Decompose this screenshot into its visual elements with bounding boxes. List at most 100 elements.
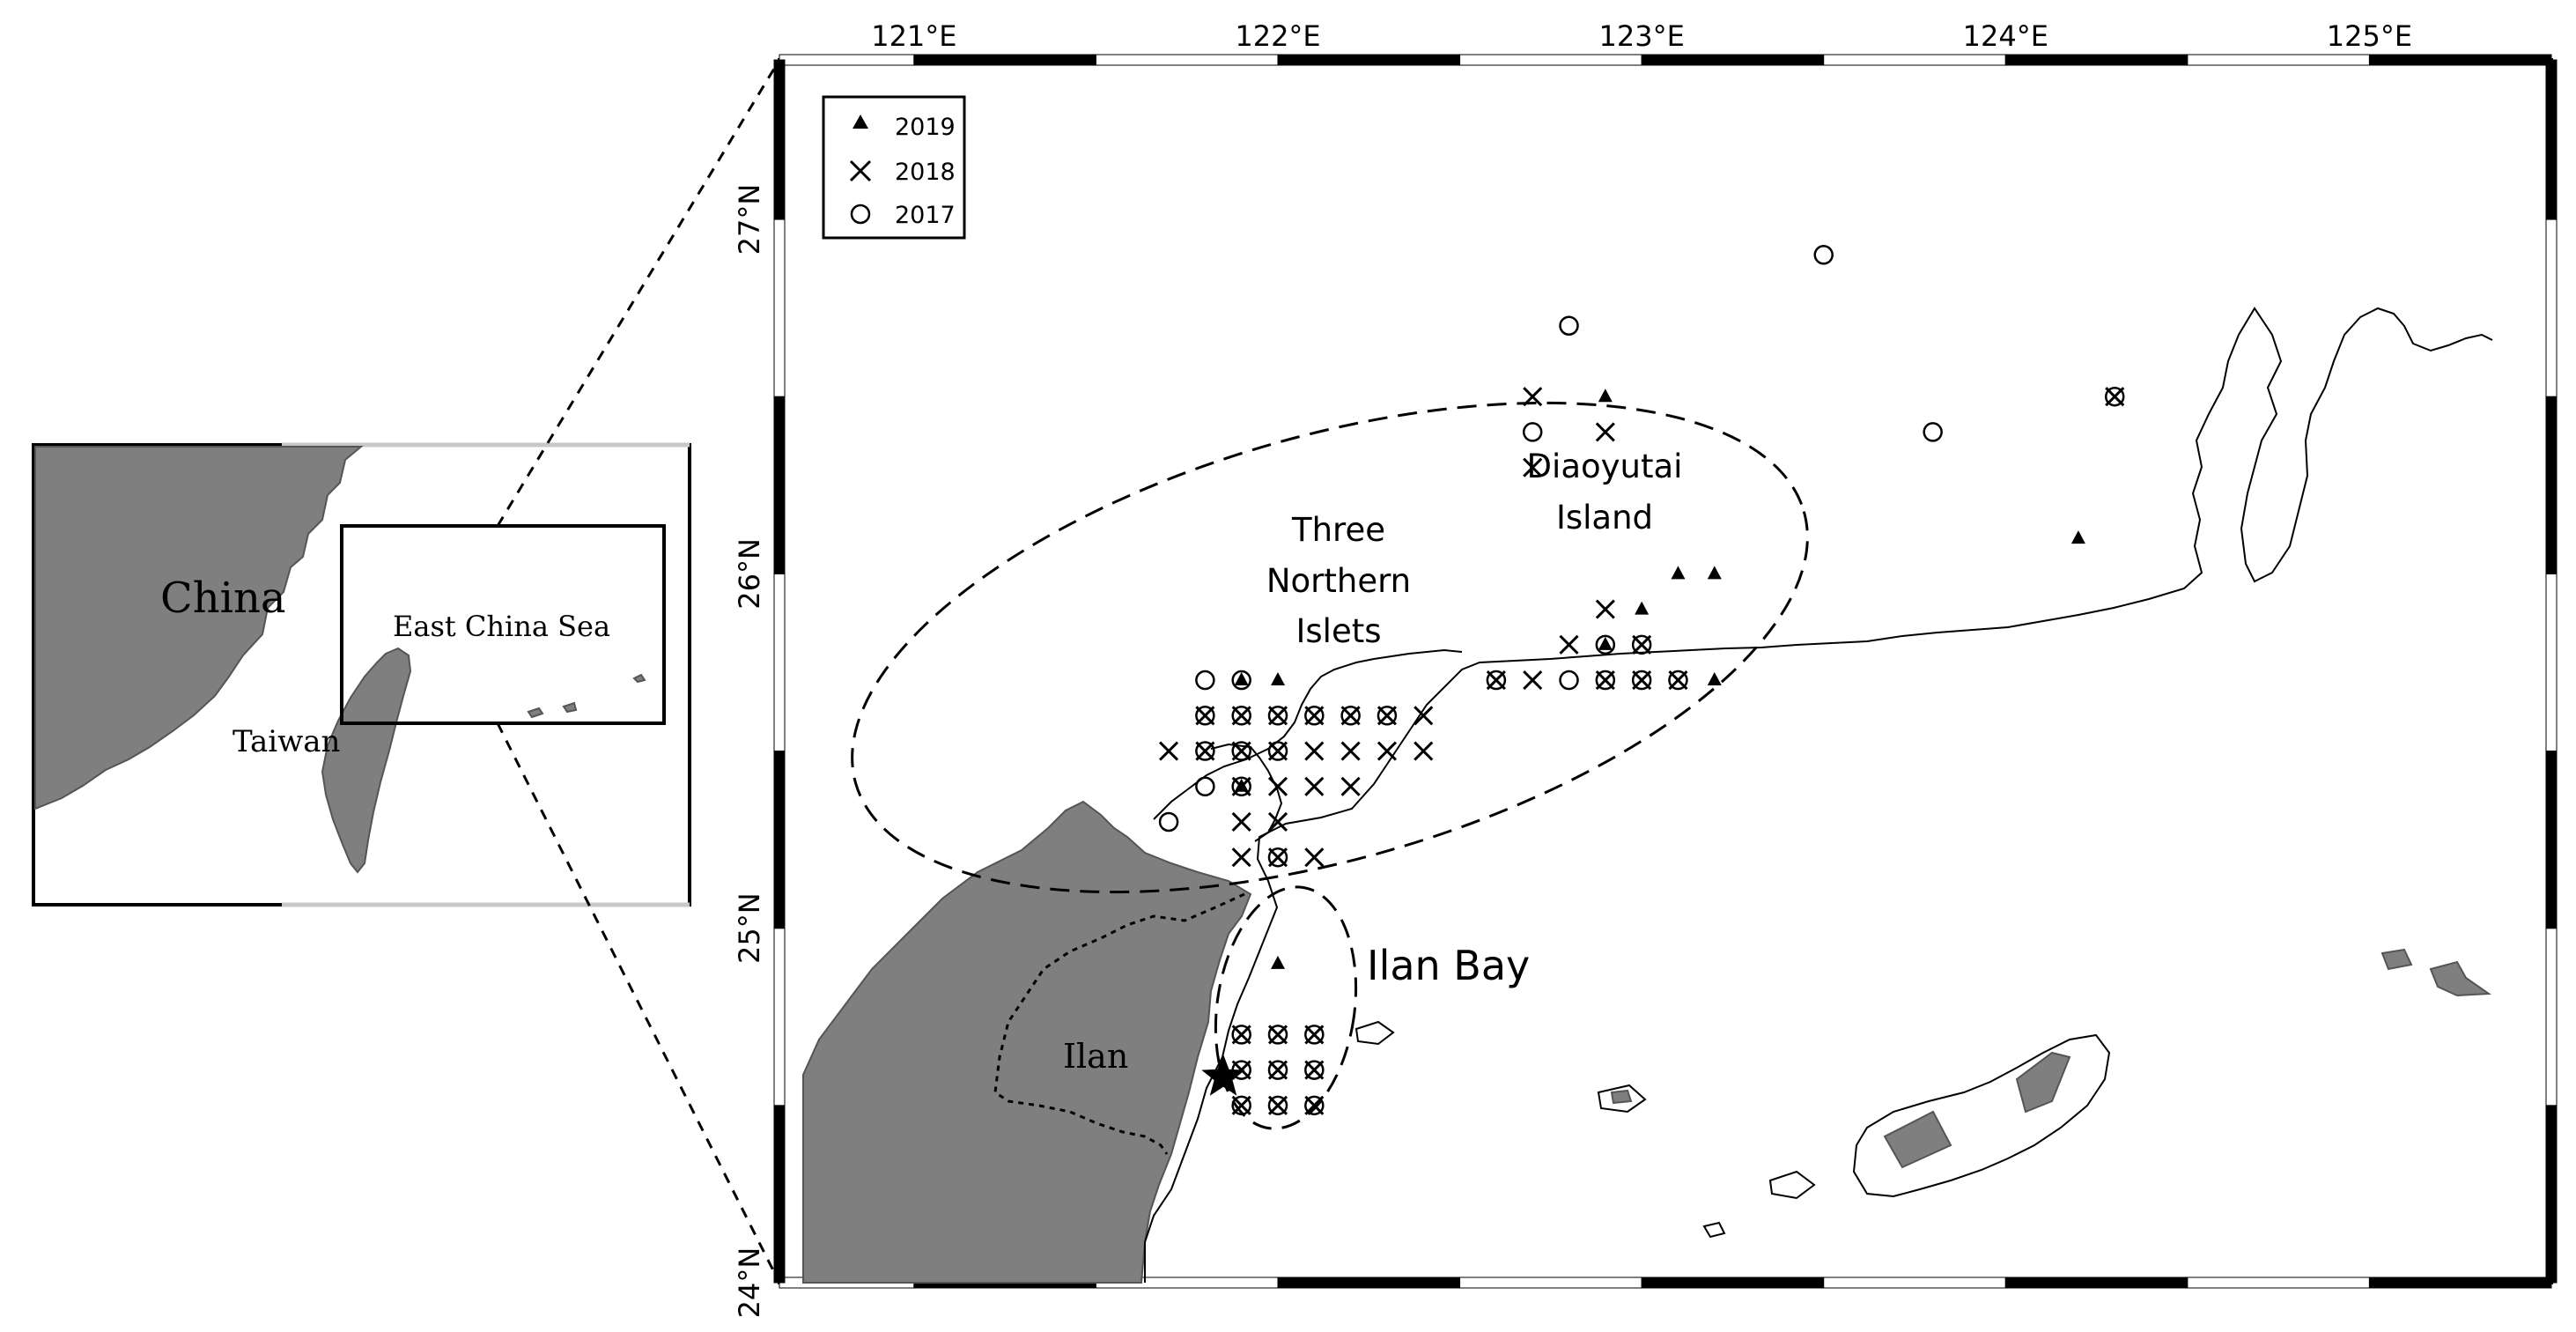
frame-bar-bottom-segment — [2187, 1276, 2370, 1289]
frame-bar-top-segment — [2368, 54, 2552, 66]
longitude-tick-label: 124°E — [1963, 19, 2048, 53]
station-marker-2018 — [1523, 387, 1543, 407]
star-marker-icon — [1201, 1054, 1245, 1096]
station-marker-2017 — [1231, 706, 1251, 726]
longitude-tick-label: 123°E — [1598, 19, 1684, 53]
latitude-tick-labels: 27°N26°N25°N24°N — [733, 184, 766, 1319]
station-marker-2017 — [1267, 706, 1288, 726]
survey-station-markers — [1158, 245, 2125, 1116]
islet-outline-c — [1354, 1020, 1395, 1046]
frame-bar-right-segment — [2545, 59, 2558, 220]
station-marker-2017 — [1631, 634, 1652, 655]
shelf-contour-line — [1144, 307, 2493, 1283]
ryukyu-island-land-b — [2015, 1051, 2071, 1114]
map-legend: 2019 2018 2017 — [822, 95, 966, 240]
station-marker-2018 — [1231, 811, 1251, 832]
station-marker-2019 — [1671, 566, 1686, 580]
station-marker-2017 — [1267, 1060, 1288, 1080]
station-marker-2017 — [1595, 670, 1616, 691]
station-marker-2017 — [1486, 670, 1507, 691]
frame-bar-bottom-segment — [1459, 1276, 1642, 1289]
three-label: Three — [1291, 511, 1385, 549]
station-marker-2019 — [2070, 530, 2085, 544]
station-marker-2017 — [1304, 1060, 1325, 1080]
station-marker-2017 — [1267, 847, 1288, 868]
taiwan-ne-landmass — [802, 800, 1252, 1284]
station-marker-2017 — [1340, 706, 1361, 726]
taiwan-label: Taiwan — [233, 724, 340, 759]
frame-bar-top-segment — [913, 54, 1096, 66]
frame-bar-right-segment — [2545, 573, 2558, 752]
station-marker-2017 — [1158, 811, 1179, 832]
frame-bar-top-segment — [2187, 54, 2370, 66]
far-east-islands — [2380, 948, 2491, 997]
station-marker-2017 — [1195, 706, 1215, 726]
station-marker-2017 — [1631, 670, 1652, 691]
station-marker-2018 — [1267, 811, 1288, 832]
islet-outline-b — [1597, 1084, 1647, 1114]
frame-bar-left-segment — [773, 1105, 786, 1284]
frame-bar-bottom-segment — [2368, 1276, 2552, 1289]
frame-bar-left-segment — [773, 751, 786, 929]
station-marker-2019 — [1271, 955, 1286, 969]
station-marker-2017 — [1267, 1025, 1288, 1045]
station-marker-2018 — [1413, 706, 1434, 726]
ilan-bay-ellipse — [1214, 885, 1358, 1130]
station-marker-2017 — [1595, 634, 1616, 655]
station-marker-2017 — [1231, 670, 1251, 691]
station-marker-2017 — [2104, 386, 2125, 407]
frame-bar-left-segment — [773, 396, 786, 574]
frame-bar-bottom-segment — [2004, 1276, 2188, 1289]
ryukyu-island-land-a — [1883, 1110, 1952, 1169]
station-marker-2018 — [1304, 741, 1325, 761]
frame-bar-left-segment — [773, 928, 786, 1106]
northern-label: Northern — [1266, 562, 1411, 600]
station-marker-2018 — [1413, 741, 1434, 761]
station-marker-2018 — [1231, 847, 1251, 868]
frame-bar-top-segment — [1095, 54, 1279, 66]
station-marker-2019 — [1707, 672, 1722, 686]
frame-bar-left-segment — [773, 59, 786, 220]
station-marker-2018 — [1158, 741, 1179, 761]
island-label: Island — [1556, 499, 1653, 536]
islet-land-b — [1610, 1089, 1633, 1105]
inset-map: China Taiwan East China Sea — [32, 442, 691, 907]
zoom-connector-top — [496, 59, 781, 527]
station-marker-2019 — [1707, 566, 1722, 580]
china-label: China — [160, 574, 286, 623]
frame-bar-top-segment — [2004, 54, 2188, 66]
station-marker-2019 — [1271, 672, 1286, 686]
station-marker-2018 — [1267, 776, 1288, 796]
station-marker-2017 — [1668, 670, 1688, 691]
legend-label-2017: 2017 — [895, 202, 956, 229]
station-marker-2017 — [1813, 245, 1834, 265]
frame-bar-bottom-segment — [1641, 1276, 1825, 1289]
station-marker-2018 — [1340, 776, 1361, 796]
legend-triangle-icon — [853, 115, 868, 129]
station-marker-2017 — [1231, 1095, 1251, 1116]
latitude-tick-label: 25°N — [733, 892, 766, 964]
frame-bar-bottom-segment — [1277, 1276, 1461, 1289]
station-marker-2017 — [1923, 422, 1943, 442]
station-marker-2018 — [1595, 422, 1615, 442]
station-marker-2018 — [1595, 599, 1615, 619]
station-marker-2019 — [1598, 388, 1613, 403]
legend-label-2019: 2019 — [895, 114, 956, 141]
longitude-tick-label: 125°E — [2327, 19, 2412, 53]
station-marker-2018 — [1340, 741, 1361, 761]
longitude-tick-label: 122°E — [1235, 19, 1320, 53]
latitude-tick-label: 26°N — [733, 538, 766, 610]
frame-bar-top-segment — [1823, 54, 2006, 66]
ilan-bay-label: Ilan Bay — [1367, 942, 1530, 989]
legend-cross-icon — [849, 159, 872, 182]
station-marker-2017 — [1522, 422, 1543, 442]
station-marker-2019 — [1598, 636, 1613, 650]
station-marker-2018 — [1304, 776, 1325, 796]
station-marker-2017 — [1304, 1095, 1325, 1116]
frame-bar-left-segment — [773, 573, 786, 752]
frame-bar-top-segment — [1277, 54, 1461, 66]
station-marker-2019 — [1635, 601, 1650, 615]
station-marker-2017 — [1304, 1025, 1325, 1045]
china-landmass — [34, 446, 364, 810]
